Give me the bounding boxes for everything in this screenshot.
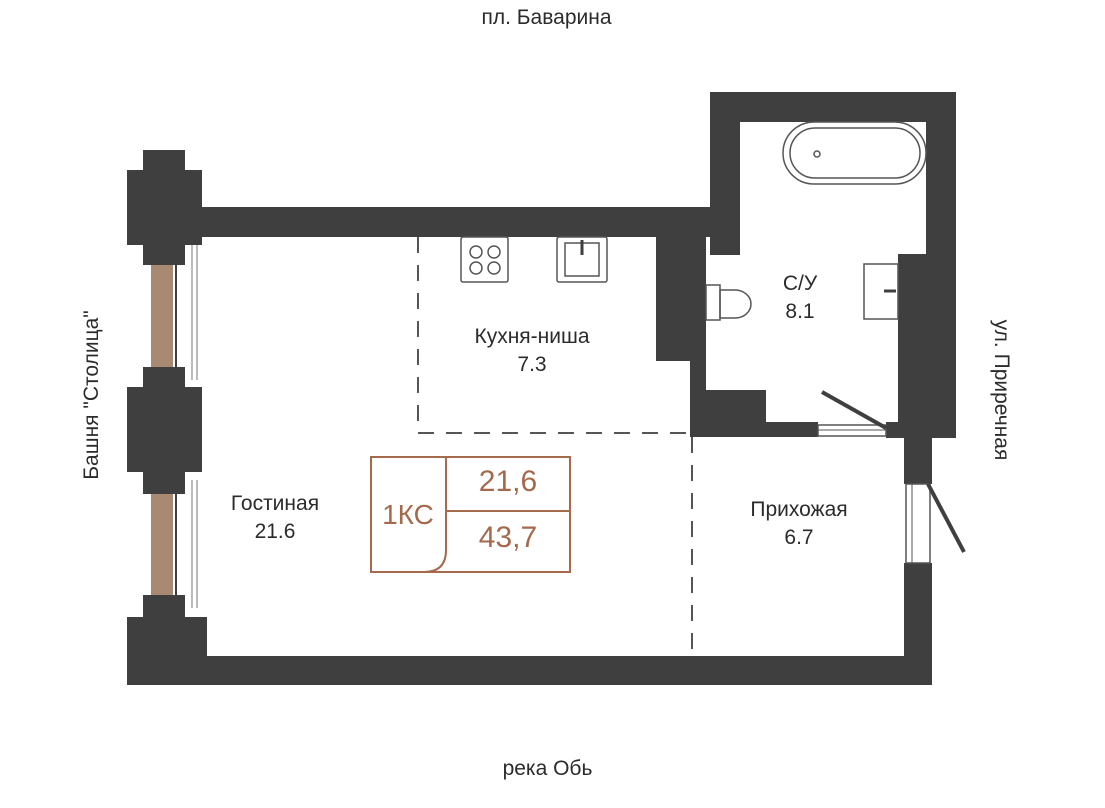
apartment-badge: 1КС 21,6 43,7: [371, 457, 570, 572]
street-label-right: ул. Приречная: [990, 319, 1013, 461]
pier-top-side: [127, 170, 202, 245]
room-bathroom: С/У 8.1: [770, 270, 830, 326]
wall-bath-bottom: [766, 422, 818, 437]
street-label-top: пл. Баварина: [481, 6, 612, 29]
room-living: Гостиная 21.6: [215, 490, 335, 546]
room-bathroom-name: С/У: [782, 272, 818, 295]
windows-left: [151, 245, 198, 608]
apartment-total-area: 43,7: [478, 521, 538, 554]
apartment-badge-frame: [370, 456, 571, 573]
wall-bath-left: [710, 92, 740, 255]
bathroom-door: [817, 390, 887, 437]
kitchen-sink-icon: [556, 236, 608, 283]
room-hallway-area: 6.7: [784, 526, 814, 549]
wall-partition-block: [706, 390, 766, 437]
room-kitchen-name: Кухня-ниша: [474, 325, 590, 348]
wall-bath-right-inner: [898, 254, 930, 438]
bathroom-sink-icon: [863, 263, 899, 320]
wall-partition-lower: [690, 361, 706, 437]
room-living-area: 21.6: [254, 520, 296, 543]
window-upper: [151, 265, 173, 367]
wall-hall-right-upper: [904, 438, 932, 484]
pier-mid-side: [127, 387, 202, 472]
toilet-icon: [705, 284, 752, 321]
room-hallway-name: Прихожая: [750, 498, 848, 521]
wall-bath-bottom-right: [886, 422, 930, 438]
stove-icon: [460, 236, 509, 283]
street-label-bottom: река Обь: [502, 757, 593, 780]
room-hallway: Прихожая 6.7: [734, 496, 864, 552]
room-kitchen: Кухня-ниша 7.3: [452, 323, 612, 379]
wall-top: [185, 207, 710, 237]
wall-partition-upper: [656, 237, 706, 361]
zone-lines: [417, 237, 693, 656]
room-kitchen-area: 7.3: [517, 353, 547, 376]
wall-bottom: [127, 656, 932, 685]
apartment-living-area: 21,6: [478, 465, 538, 498]
wall-bath-right: [926, 92, 956, 438]
entrance-door: [905, 483, 966, 564]
wall-hall-right-lower: [904, 563, 932, 685]
pier-bottom-side: [127, 617, 207, 685]
street-label-left: Башня "Столица": [80, 310, 103, 480]
apartment-type: 1КС: [382, 499, 434, 530]
room-bathroom-area: 8.1: [785, 300, 815, 323]
window-lower: [151, 494, 173, 595]
walls: [127, 92, 956, 685]
wall-bath-top: [710, 92, 956, 122]
bathtub-icon: [782, 121, 927, 185]
room-living-name: Гостиная: [230, 492, 320, 515]
